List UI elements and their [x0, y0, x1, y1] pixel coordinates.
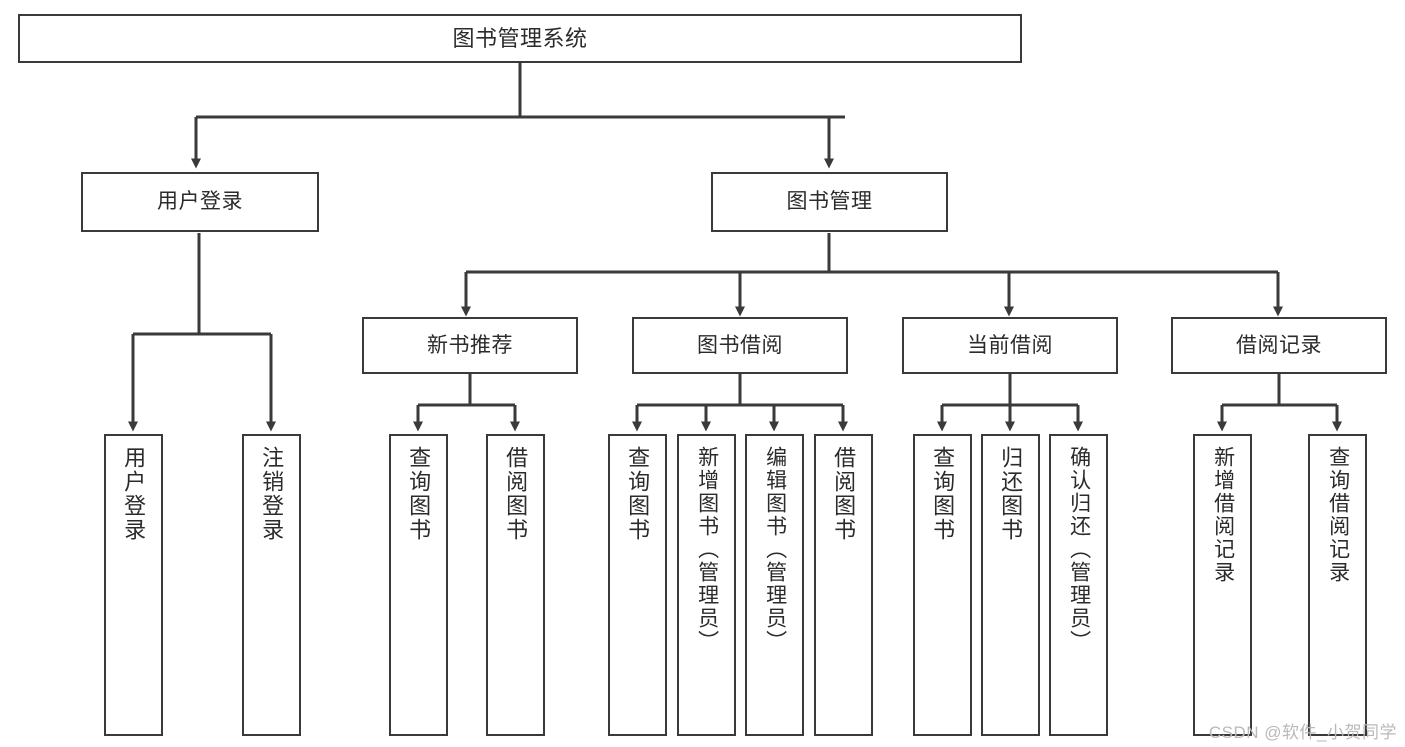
node-new-book-recommend[interactable]: 新书推荐 [362, 317, 578, 374]
node-label: 当前借阅 [967, 333, 1053, 357]
leaf-query-record[interactable]: 查询借阅记录 [1308, 434, 1367, 736]
node-book-manage[interactable]: 图书管理 [711, 172, 948, 232]
csdn-watermark: CSDN @软件_小贺同学 [1208, 723, 1397, 742]
node-label: 借阅图书 [831, 446, 857, 542]
leaf-edit-book[interactable]: 编辑图书（管理员） [745, 434, 804, 736]
node-label: 编辑图书（管理员） [763, 446, 787, 653]
node-borrow-record[interactable]: 借阅记录 [1171, 317, 1387, 374]
node-label: 新增图书（管理员） [695, 446, 719, 653]
node-label: 新增借阅记录 [1211, 446, 1235, 584]
leaf-return-book[interactable]: 归还图书 [981, 434, 1040, 736]
node-label: 借阅记录 [1236, 333, 1322, 357]
leaf-add-book[interactable]: 新增图书（管理员） [677, 434, 736, 736]
node-book-borrow[interactable]: 图书借阅 [632, 317, 848, 374]
leaf-query-book-1[interactable]: 查询图书 [389, 434, 448, 736]
node-label: 图书管理系统 [452, 25, 588, 51]
leaf-confirm-return[interactable]: 确认归还（管理员） [1049, 434, 1108, 736]
node-label: 查询图书 [406, 446, 432, 542]
node-label: 新书推荐 [427, 333, 513, 357]
node-label: 查询图书 [625, 446, 651, 542]
leaf-borrow-book-2[interactable]: 借阅图书 [814, 434, 873, 736]
node-label: 注销登录 [259, 446, 285, 542]
leaf-add-record[interactable]: 新增借阅记录 [1193, 434, 1252, 736]
node-current-borrow[interactable]: 当前借阅 [902, 317, 1118, 374]
node-label: 归还图书 [998, 446, 1024, 542]
node-label: 查询图书 [930, 446, 956, 542]
node-label: 借阅图书 [503, 446, 529, 542]
node-label: 查询借阅记录 [1326, 446, 1350, 584]
node-label: 用户登录 [121, 446, 147, 542]
leaf-query-book-2[interactable]: 查询图书 [608, 434, 667, 736]
node-label: 图书借阅 [697, 333, 783, 357]
leaf-user-login[interactable]: 用户登录 [104, 434, 163, 736]
node-label: 用户登录 [157, 190, 243, 214]
node-user-login[interactable]: 用户登录 [81, 172, 319, 232]
node-root-system[interactable]: 图书管理系统 [18, 14, 1022, 63]
node-label: 确认归还（管理员） [1067, 446, 1091, 653]
leaf-borrow-book-1[interactable]: 借阅图书 [486, 434, 545, 736]
leaf-logout[interactable]: 注销登录 [242, 434, 301, 736]
leaf-query-book-3[interactable]: 查询图书 [913, 434, 972, 736]
node-label: 图书管理 [786, 190, 873, 214]
